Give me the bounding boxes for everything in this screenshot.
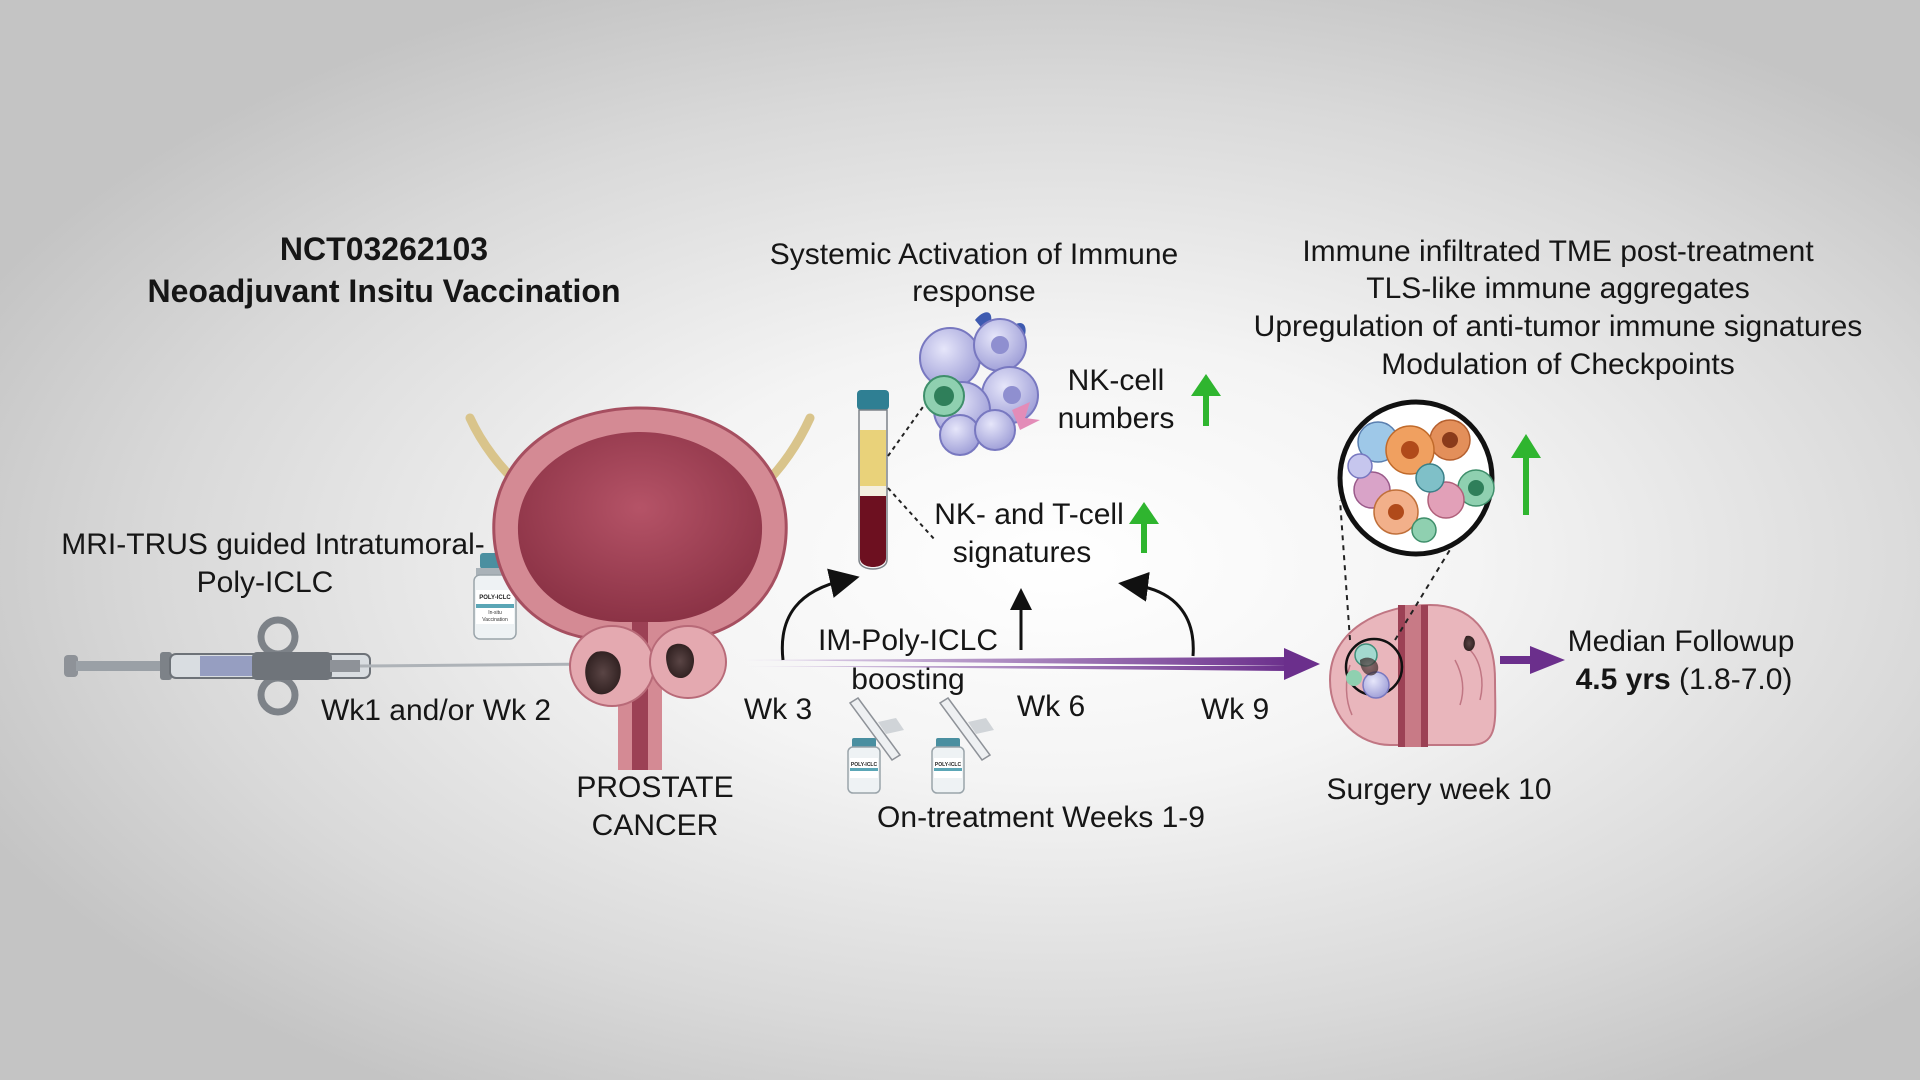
followup-value-range: (1.8-7.0) <box>1670 663 1793 696</box>
signatures-label-line1: NK- and T-cell <box>934 498 1124 531</box>
vial-line2-label: Vaccination <box>482 617 508 623</box>
immune-cell-cluster-icon <box>919 312 1040 456</box>
poly-iclc-vial-icon: POLY-ICLC In-situ Vaccination <box>473 553 517 640</box>
curved-arrow-wk9 <box>1118 571 1195 657</box>
trial-id: NCT03262103 <box>279 231 489 267</box>
up-arrow-icon <box>1511 434 1541 515</box>
followup-arrow <box>1500 646 1565 674</box>
week-6-label: Wk 6 <box>1016 690 1086 723</box>
up-arrow-icon <box>1129 502 1159 553</box>
tme-finding-3: Upregulation of anti-tumor immune signat… <box>1253 310 1863 343</box>
on-treatment-label: On-treatment Weeks 1-9 <box>877 801 1205 834</box>
vial-line1-label: In-situ <box>488 610 502 616</box>
blood-tube-icon <box>857 390 889 570</box>
followup-value-bold: 4.5 yrs <box>1575 663 1671 696</box>
resected-prostate-illustration <box>1328 603 1497 747</box>
systemic-heading-line2: response <box>912 275 1036 308</box>
syringe-icon <box>64 616 601 716</box>
boost-vial-icon: POLY-ICLC <box>931 738 965 794</box>
nk-cell-label-line1: NK-cell <box>1067 364 1165 397</box>
injection-timing: Wk1 and/or Wk 2 <box>320 694 552 727</box>
up-arrow-wk6 <box>1010 588 1032 650</box>
timeline-arrow <box>745 648 1320 680</box>
tme-finding-4: Modulation of Checkpoints <box>1381 348 1735 381</box>
boost-syringe-icon <box>938 696 994 762</box>
followup-label: Median Followup <box>1567 625 1795 658</box>
injection-label-line2: Poly-ICLC <box>196 566 334 599</box>
vial-brand-label: POLY-ICLC <box>479 595 511 601</box>
boost-syringe-icon <box>848 696 904 762</box>
curved-arrow-wk3 <box>780 568 860 661</box>
signatures-label-line2: signatures <box>952 536 1092 569</box>
surgery-label: Surgery week 10 <box>1326 773 1552 806</box>
week-3-label: Wk 3 <box>743 693 813 726</box>
prostate-label-line1: PROSTATE <box>576 771 734 804</box>
nk-cell-label-line2: numbers <box>1057 402 1175 435</box>
injection-label-line1: MRI-TRUS guided Intratumoral- <box>61 528 485 561</box>
followup-value: 4.5 yrs (1.8-7.0) <box>1576 661 1793 699</box>
boost-vial-label: POLY-ICLC <box>935 762 962 768</box>
prostate-label-line2: CANCER <box>591 809 719 842</box>
boost-label-line1: IM-Poly-ICLC <box>817 624 999 657</box>
week-9-label: Wk 9 <box>1200 693 1270 726</box>
boost-label-line2: boosting <box>851 663 965 696</box>
tme-finding-2: TLS-like immune aggregates <box>1366 272 1750 305</box>
tme-zoom-circle-icon <box>1337 399 1495 557</box>
boost-vial-icon: POLY-ICLC <box>847 738 881 794</box>
tme-finding-1: Immune infiltrated TME post-treatment <box>1302 235 1814 268</box>
boost-vial-label: POLY-ICLC <box>851 762 878 768</box>
systemic-heading-line1: Systemic Activation of Immune <box>769 238 1179 271</box>
page-title: Neoadjuvant Insitu Vaccination <box>147 273 621 309</box>
up-arrow-icon <box>1191 374 1221 426</box>
bladder-prostate-illustration <box>465 406 815 770</box>
